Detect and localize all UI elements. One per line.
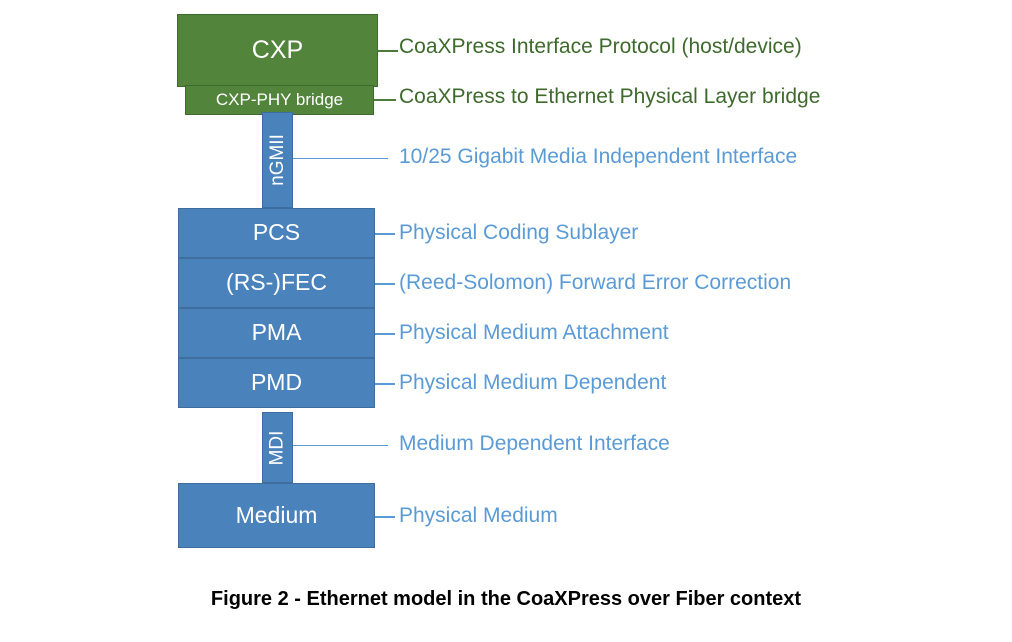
leader-line-cxp (378, 50, 398, 52)
block-pmd-label: PMD (250, 369, 303, 396)
description-cxp-phy-bridge: CoaXPress to Ethernet Physical Layer bri… (399, 85, 821, 108)
figure-caption: Figure 2 - Ethernet model in the CoaXPre… (210, 588, 802, 610)
description-mdi: Medium Dependent Interface (399, 432, 670, 455)
block-rs-fec[interactable]: (RS-)FEC (178, 258, 375, 308)
block-pmd[interactable]: PMD (178, 358, 375, 408)
description-rs-fec: (Reed-Solomon) Forward Error Correction (399, 271, 792, 294)
description-cxp: CoaXPress Interface Protocol (host/devic… (399, 35, 802, 58)
interface-bar-ngmii-label: nGMII (266, 134, 288, 186)
leader-line-pma (375, 333, 395, 335)
leader-line-ngmii (293, 158, 388, 159)
interface-bar-ngmii[interactable]: nGMII (262, 112, 293, 208)
block-medium[interactable]: Medium (178, 483, 375, 548)
block-rs-fec-label: (RS-)FEC (226, 269, 327, 296)
block-medium-label: Medium (235, 501, 318, 528)
block-pma-label: PMA (251, 319, 302, 346)
leader-line-cxp-phy-bridge (374, 99, 396, 101)
description-medium: Physical Medium (399, 504, 558, 527)
leader-line-pmd (375, 383, 395, 385)
block-cxp-phy-bridge-label: CXP-PHY bridge (215, 89, 344, 109)
description-pmd: Physical Medium Dependent (399, 371, 667, 394)
block-pma[interactable]: PMA (178, 308, 375, 358)
leader-line-mdi (293, 445, 388, 446)
leader-line-medium (375, 516, 395, 518)
description-pma: Physical Medium Attachment (399, 321, 669, 344)
interface-bar-mdi-label: MDI (266, 430, 288, 465)
leader-line-rs-fec (375, 283, 395, 285)
description-ngmii: 10/25 Gigabit Media Independent Interfac… (399, 145, 798, 168)
block-pcs-label: PCS (252, 219, 301, 246)
description-pcs: Physical Coding Sublayer (399, 221, 639, 244)
block-cxp-label: CXP (251, 35, 304, 64)
leader-line-pcs (375, 233, 395, 235)
block-cxp[interactable]: CXP (177, 14, 378, 87)
block-cxp-phy-bridge[interactable]: CXP-PHY bridge (185, 85, 374, 115)
interface-bar-mdi[interactable]: MDI (262, 412, 293, 483)
block-pcs[interactable]: PCS (178, 208, 375, 258)
